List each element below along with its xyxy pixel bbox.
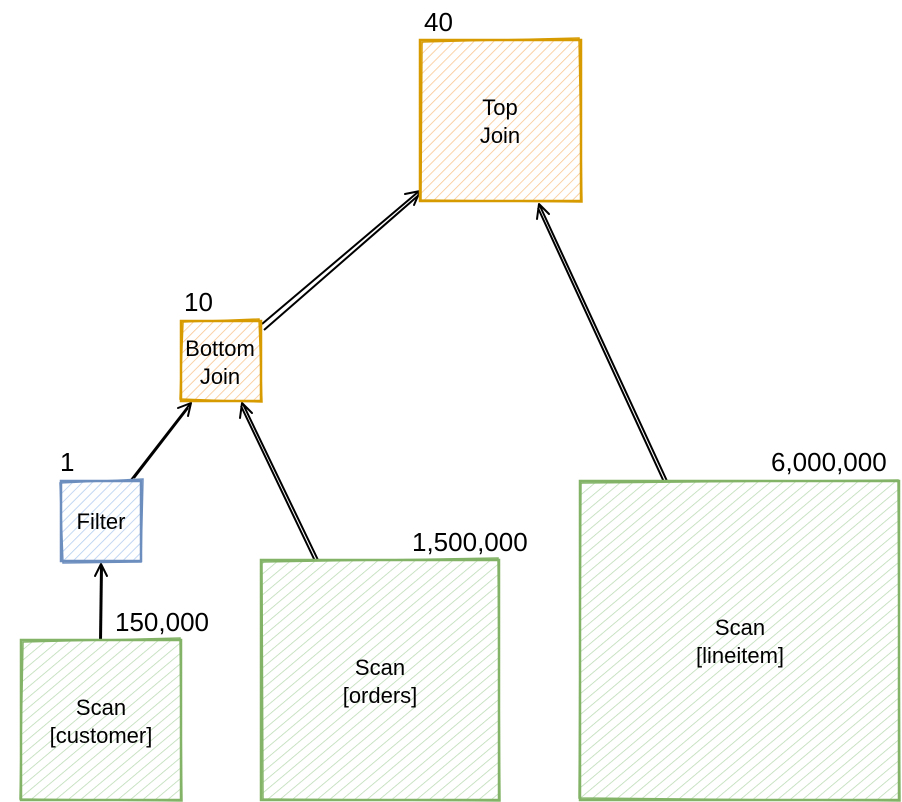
bottom-join-label-line2: Join	[200, 364, 240, 389]
scan-lineitem-sketch-stroke	[578, 479, 901, 802]
filter-label: Filter	[77, 509, 126, 534]
scan-orders-sketch-stroke	[261, 557, 501, 802]
node-top-join[interactable]: Top Join 40	[418, 7, 583, 203]
node-scan-orders[interactable]: Scan [orders] 1,500,000	[259, 527, 528, 802]
scan-orders-count: 1,500,000	[412, 527, 528, 557]
bottom-join-count: 10	[184, 287, 213, 317]
top-join-label-line2: Join	[480, 123, 520, 148]
filter-count: 1	[60, 447, 74, 477]
bottom-join-label-line1: Bottom	[185, 336, 255, 361]
edge-filter-to-bottom-join	[130, 402, 192, 481]
node-scan-lineitem[interactable]: Scan [lineitem] 6,000,000	[578, 447, 901, 802]
arrowhead-icon	[94, 563, 108, 577]
scan-lineitem-count: 6,000,000	[771, 447, 887, 477]
arrowhead-icon	[177, 402, 192, 417]
scan-lineitem-label-line2: [lineitem]	[696, 643, 784, 668]
edge-bottom-join-to-top-join	[261, 190, 421, 331]
scan-orders-label-line2: [orders]	[343, 683, 418, 708]
top-join-count: 40	[424, 7, 453, 37]
arrowhead-icon	[536, 203, 550, 220]
edge-scan-orders-to-bottom-join	[239, 402, 319, 562]
scan-customer-box	[19, 638, 183, 802]
edge-scan-lineitem-to-top-join	[536, 203, 668, 483]
scan-lineitem-label-line1: Scan	[715, 615, 765, 640]
node-scan-customer[interactable]: Scan [customer] 150,000	[19, 607, 209, 802]
edge-scan-customer-to-filter	[94, 563, 108, 642]
top-join-label-line1: Top	[482, 95, 517, 120]
scan-orders-box	[259, 558, 501, 802]
scan-orders-label-line1: Scan	[355, 655, 405, 680]
scan-customer-label-line2: [customer]	[50, 723, 153, 748]
bottom-join-sketch-stroke	[179, 318, 263, 403]
scan-customer-count: 150,000	[115, 607, 209, 637]
bottom-join-box	[179, 319, 263, 403]
arrowhead-icon	[239, 402, 253, 419]
edges-group	[94, 190, 668, 642]
scan-customer-label-line1: Scan	[76, 695, 126, 720]
node-filter[interactable]: Filter 1	[59, 447, 144, 564]
node-bottom-join[interactable]: Bottom Join 10	[179, 287, 263, 403]
scan-customer-sketch-stroke	[19, 637, 183, 802]
top-join-sketch-stroke	[420, 37, 583, 203]
scan-lineitem-box	[578, 479, 901, 802]
filter-sketch-stroke	[59, 478, 144, 564]
top-join-box	[418, 38, 583, 203]
